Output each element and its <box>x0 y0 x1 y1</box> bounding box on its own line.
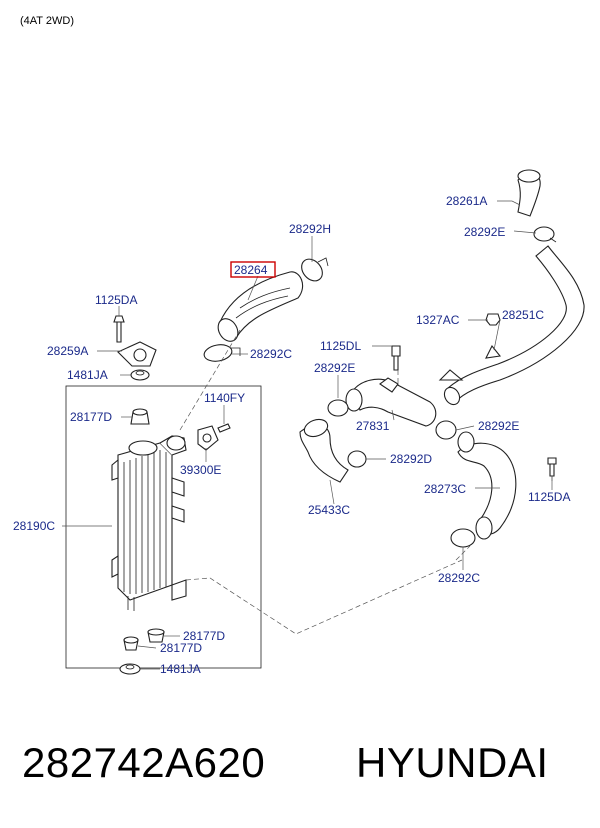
label-28273C[interactable]: 28273C <box>424 482 466 496</box>
clamp-28292E-top[interactable] <box>533 226 557 243</box>
label-1481JA-bottom[interactable]: 1481JA <box>160 662 201 676</box>
bolt-1140FY[interactable] <box>217 423 231 433</box>
label-25433C[interactable]: 25433C <box>308 503 350 517</box>
nut-1327AC[interactable] <box>485 313 501 326</box>
dashed-relation-lower <box>185 559 463 635</box>
clamp-28292H[interactable] <box>297 255 329 285</box>
label-1327AC[interactable]: 1327AC <box>416 313 460 327</box>
intercooler-28190C[interactable] <box>111 435 187 611</box>
label-28292C-mid[interactable]: 28292C <box>250 347 292 361</box>
bracket-28259A[interactable] <box>117 341 157 367</box>
label-28292E-left[interactable]: 28292E <box>314 361 355 375</box>
intercooler-assembly-box <box>65 385 262 669</box>
exploded-parts-diagram: (4AT 2WD) <box>13 15 585 676</box>
label-28264[interactable]: 28264 <box>234 263 268 277</box>
grommet-28177D-bottom[interactable] <box>123 628 165 651</box>
hose-28261A[interactable] <box>517 169 541 217</box>
label-1125DA-right[interactable]: 1125DA <box>528 490 570 504</box>
label-28177D-bottom-2[interactable]: 28177D <box>160 641 202 655</box>
hose-28273C[interactable] <box>457 431 517 540</box>
grommet-1481JA-bottom[interactable] <box>119 663 141 675</box>
label-28292E-right[interactable]: 28292E <box>478 419 519 433</box>
variant-label: (4AT 2WD) <box>20 15 74 27</box>
dashed-relation-upper <box>179 329 241 431</box>
footer-caption: 282742A620 HYUNDAI <box>0 728 600 798</box>
label-28190C[interactable]: 28190C <box>13 519 55 533</box>
label-28251C[interactable]: 28251C <box>502 308 544 322</box>
leader-lines <box>62 200 553 670</box>
label-1481JA-top[interactable]: 1481JA <box>67 368 108 382</box>
clamp-28292E-right[interactable] <box>435 420 457 440</box>
grommet-28177D-top[interactable] <box>130 408 150 425</box>
label-1125DA-top[interactable]: 1125DA <box>95 293 137 307</box>
label-28292H[interactable]: 28292H <box>289 222 331 236</box>
label-28177D-top[interactable]: 28177D <box>70 410 112 424</box>
label-28259A[interactable]: 28259A <box>47 344 88 358</box>
bolt-1125DA-right[interactable] <box>547 457 557 477</box>
label-1125DL[interactable]: 1125DL <box>320 339 361 353</box>
label-28292D[interactable]: 28292D <box>390 452 432 466</box>
label-27831[interactable]: 27831 <box>356 419 390 433</box>
clamp-28292D[interactable] <box>347 450 367 468</box>
label-39300E[interactable]: 39300E <box>180 463 221 477</box>
label-28292C-bottom[interactable]: 28292C <box>438 571 480 585</box>
clamp-28292C-mid[interactable] <box>203 343 241 364</box>
label-28292E-top[interactable]: 28292E <box>464 225 505 239</box>
hose-25433C[interactable] <box>299 416 349 483</box>
label-28261A[interactable]: 28261A <box>446 194 487 208</box>
bolt-1125DA-top[interactable] <box>113 315 125 343</box>
brand-name: HYUNDAI <box>356 739 549 786</box>
highlight-box-28264 <box>230 261 276 278</box>
clamp-28292E-left[interactable] <box>327 399 349 417</box>
clamp-28292C-bottom[interactable] <box>450 528 476 548</box>
sensor-39300E[interactable] <box>197 425 219 451</box>
label-1140FY[interactable]: 1140FY <box>204 391 245 405</box>
label-28177D-bottom-1[interactable]: 28177D <box>183 629 225 643</box>
bolt-1125DL[interactable] <box>391 345 401 371</box>
hose-28264[interactable] <box>214 271 304 345</box>
part-number: 282742A620 <box>22 739 266 786</box>
pipe-28251C[interactable] <box>438 245 585 407</box>
pipe-27831[interactable] <box>345 377 437 427</box>
